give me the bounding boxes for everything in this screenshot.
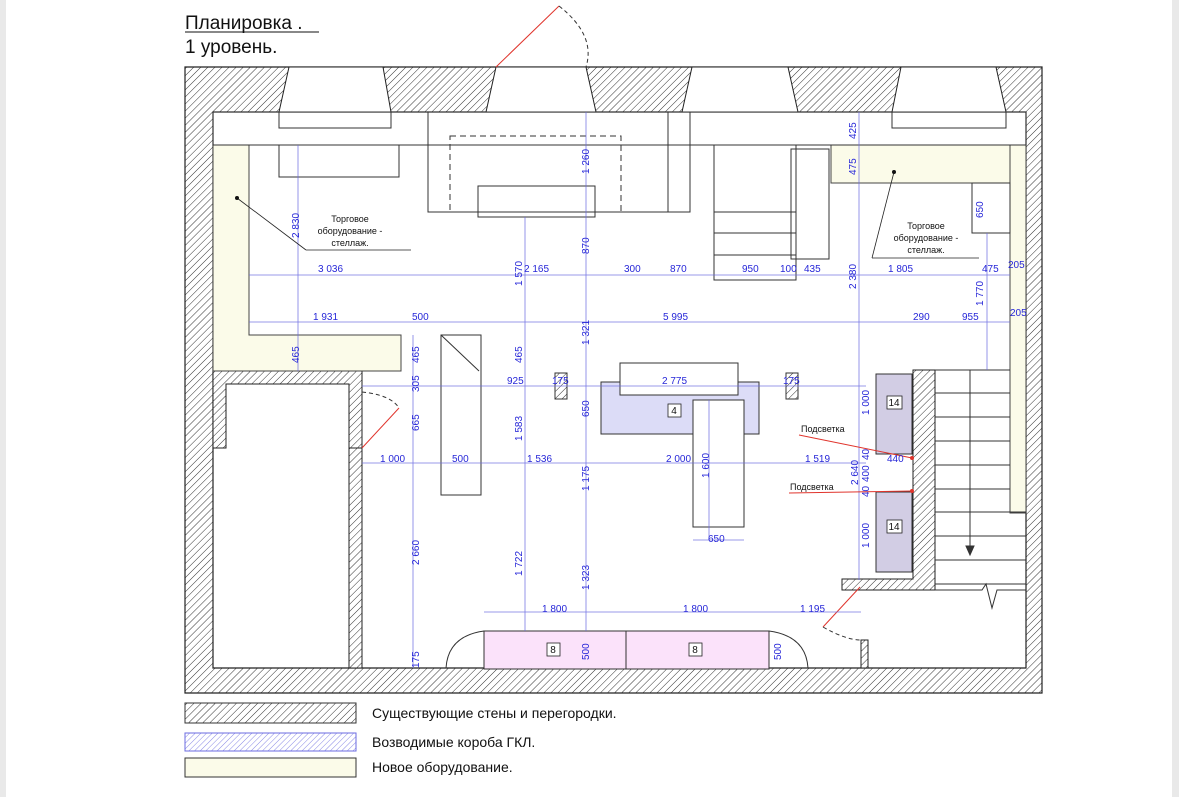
- dim-label: 465: [411, 346, 422, 363]
- dim-label: 650: [708, 534, 725, 545]
- tag-14-bottom: 14: [888, 522, 900, 533]
- dim-label: 100: [780, 264, 797, 275]
- dim-label: 2 660: [411, 540, 422, 565]
- dim-label: 2 000: [666, 454, 691, 465]
- tag-14-top: 14: [888, 398, 900, 409]
- plan-title: Планировка .: [185, 13, 303, 34]
- tag-boxes: [546, 395, 903, 657]
- dim-label: 475: [982, 264, 999, 275]
- tag-8-left: 8: [550, 645, 556, 656]
- dim-label: 955: [962, 312, 979, 323]
- dim-label: 2 640: [850, 460, 861, 485]
- dim-label: 1 583: [514, 416, 525, 441]
- dim-label: 400: [861, 465, 872, 482]
- dim-label: 425: [848, 122, 859, 139]
- dim-label: 290: [913, 312, 930, 323]
- note-left-line1: Торговое: [331, 214, 369, 224]
- note-leaders: [236, 171, 979, 259]
- dim-label: 500: [412, 312, 429, 323]
- dim-label: 175: [552, 376, 569, 387]
- drawing-sheet: Планировка . 1 уровень.: [6, 0, 1172, 797]
- dim-label: 5 995: [663, 312, 688, 323]
- note-left-line3: стеллаж.: [331, 238, 368, 248]
- dimension-labels-vertical: 2 830 465 465 465 305 665 2 660 175 1 57…: [291, 122, 986, 668]
- dim-label: 1 260: [581, 149, 592, 174]
- note-dot-right: [892, 170, 896, 174]
- dim-label: 40: [861, 448, 872, 460]
- dim-label: 40: [861, 485, 872, 497]
- note-left-line2: оборудование -: [318, 226, 383, 236]
- dim-label: 925: [507, 376, 524, 387]
- dim-label: 1 000: [861, 523, 872, 548]
- staircase: [935, 369, 1026, 610]
- dim-label: 1 570: [514, 261, 525, 286]
- dim-label: 465: [514, 346, 525, 363]
- legend-label-existing-walls: Существующие стены и перегородки.: [372, 705, 617, 721]
- dim-label: 1 321: [581, 320, 592, 345]
- dim-label: 1 931: [313, 312, 338, 323]
- legend-label-gkl-boxes: Возводимые короба ГКЛ.: [372, 734, 535, 750]
- ceiling-outline-dashed: [449, 135, 622, 213]
- tag-4: 4: [671, 406, 677, 417]
- dim-label: 1 195: [800, 604, 825, 615]
- dimension-lines: [249, 112, 1010, 668]
- note-right-line2: оборудование -: [894, 233, 959, 243]
- interior-wall-left: [212, 370, 363, 669]
- dim-label: 1 805: [888, 264, 913, 275]
- dim-label: 1 800: [542, 604, 567, 615]
- dim-label: 475: [848, 158, 859, 175]
- dim-label: 950: [742, 264, 759, 275]
- dim-label: 2 775: [662, 376, 687, 387]
- plan-subtitle: 1 уровень.: [185, 37, 277, 58]
- dim-label: 175: [783, 376, 800, 387]
- dim-label: 1 175: [581, 466, 592, 491]
- dim-label: 465: [291, 346, 302, 363]
- dim-label: 1 800: [683, 604, 708, 615]
- dim-label: 1 536: [527, 454, 552, 465]
- dim-label: 500: [581, 643, 592, 660]
- doors: [361, 5, 862, 669]
- dim-label: 2 165: [524, 264, 549, 275]
- dim-label: 3 036: [318, 264, 343, 275]
- dim-label: 2 380: [848, 264, 859, 289]
- legend-swatch-new-equipment: [184, 757, 357, 778]
- dim-label: 1 770: [975, 281, 986, 306]
- dim-label: 2 830: [291, 213, 302, 238]
- dim-label: 1 000: [380, 454, 405, 465]
- dim-label: 870: [581, 237, 592, 254]
- dim-label: 1 722: [514, 551, 525, 576]
- dim-label: 205: [1008, 260, 1025, 271]
- dim-label: 1 323: [581, 565, 592, 590]
- dim-label: 500: [773, 643, 784, 660]
- legend-swatch-gkl-boxes: [184, 732, 357, 752]
- note-lighting-2: Подсветка: [790, 482, 834, 492]
- note-right-line1: Торговое: [907, 221, 945, 231]
- dim-label: 175: [411, 651, 422, 668]
- dim-label: 1 519: [805, 454, 830, 465]
- dim-label: 300: [624, 264, 641, 275]
- dim-label: 650: [975, 201, 986, 218]
- dim-label: 665: [411, 414, 422, 431]
- note-dot-left: [235, 196, 239, 200]
- equipment-shelving: [212, 144, 1027, 514]
- note-right-line3: стеллаж.: [907, 245, 944, 255]
- dim-label: 305: [411, 375, 422, 392]
- floor-plan: Планировка . 1 уровень.: [184, 5, 1043, 778]
- legend-swatch-existing-walls: [184, 702, 357, 724]
- dim-label: 1 600: [701, 453, 712, 478]
- dim-label: 870: [670, 264, 687, 275]
- leader-lines: [788, 434, 913, 494]
- dim-label: 650: [581, 400, 592, 417]
- dimension-labels: 3 036 2 165 300 870 950 100 435 1 805 47…: [313, 260, 1027, 615]
- stair-wall-post: [860, 639, 869, 669]
- note-lighting-1: Подсветка: [801, 424, 845, 434]
- upper-structures: [212, 111, 1027, 281]
- dim-label: 435: [804, 264, 821, 275]
- dim-label: 205: [1010, 308, 1027, 319]
- dim-label: 440: [887, 454, 904, 465]
- dim-label: 1 000: [861, 390, 872, 415]
- legend-label-new-equipment: Новое оборудование.: [372, 759, 513, 775]
- dim-label: 500: [452, 454, 469, 465]
- tag-8-right: 8: [692, 645, 698, 656]
